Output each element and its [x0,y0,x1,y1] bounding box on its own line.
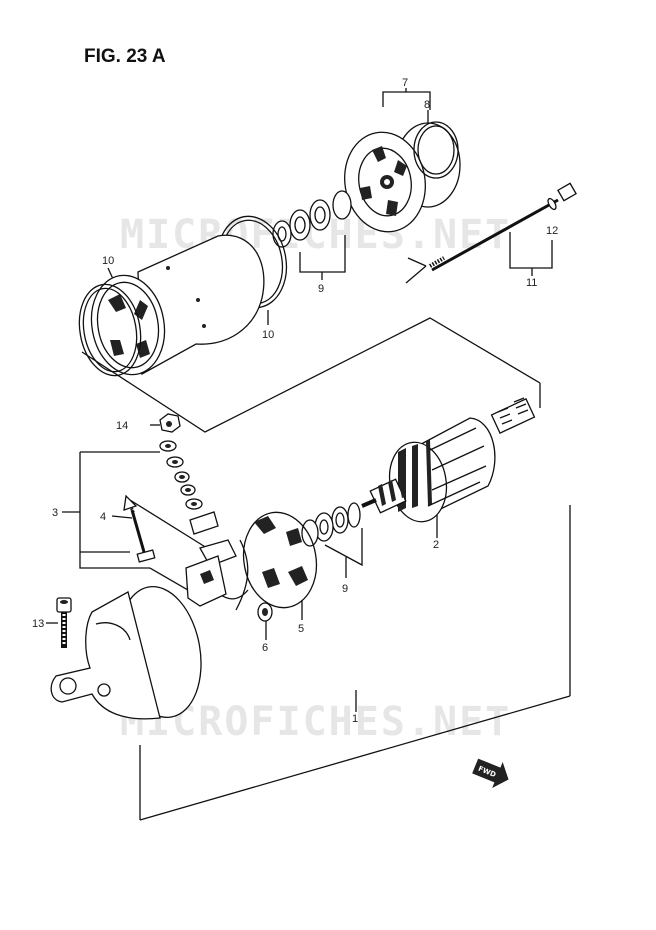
bolt-part-13 [56,597,72,648]
callout-10-bottom: 10 [262,329,274,341]
gasket-part-10 [78,283,142,377]
callout-1: 1 [352,713,358,725]
callout-4: 4 [100,511,106,523]
callout-7: 7 [402,77,408,89]
callout-11: 11 [526,277,537,289]
callout-3: 3 [52,507,58,519]
washers-part-9-upper [272,190,352,248]
callout-13: 13 [32,618,44,630]
washer-stack [159,440,203,510]
callout-8: 8 [424,99,430,111]
callout-14: 14 [116,420,128,432]
callout-9-top: 9 [318,283,324,295]
callout-6: 6 [262,642,268,654]
callout-12: 12 [546,225,558,237]
front-housing-part-1 [50,585,202,720]
washers-part-9-lower [301,502,361,547]
yoke-housing [90,215,288,376]
callout-5: 5 [298,623,304,635]
terminal-bolt-part-4 [123,494,156,563]
end-cover-part-7 [344,122,461,233]
callout-labels: 7 8 12 11 10 9 10 14 3 4 2 9 5 6 13 1 [32,77,558,725]
terminal-set-part-3 [185,511,237,607]
o-ring-part-8 [413,121,459,179]
leader-lines [46,88,571,821]
armature-part-2 [361,397,536,523]
through-bolt-part-11 [429,182,577,272]
bearing-part-6 [257,602,273,622]
callout-10-top: 10 [102,255,114,267]
fwd-direction-arrow: FWD [472,758,509,788]
nut-part-14 [159,413,181,433]
figure-title: FIG. 23 A [84,46,166,67]
callout-2: 2 [433,539,439,551]
callout-9-bottom: 9 [342,583,348,595]
